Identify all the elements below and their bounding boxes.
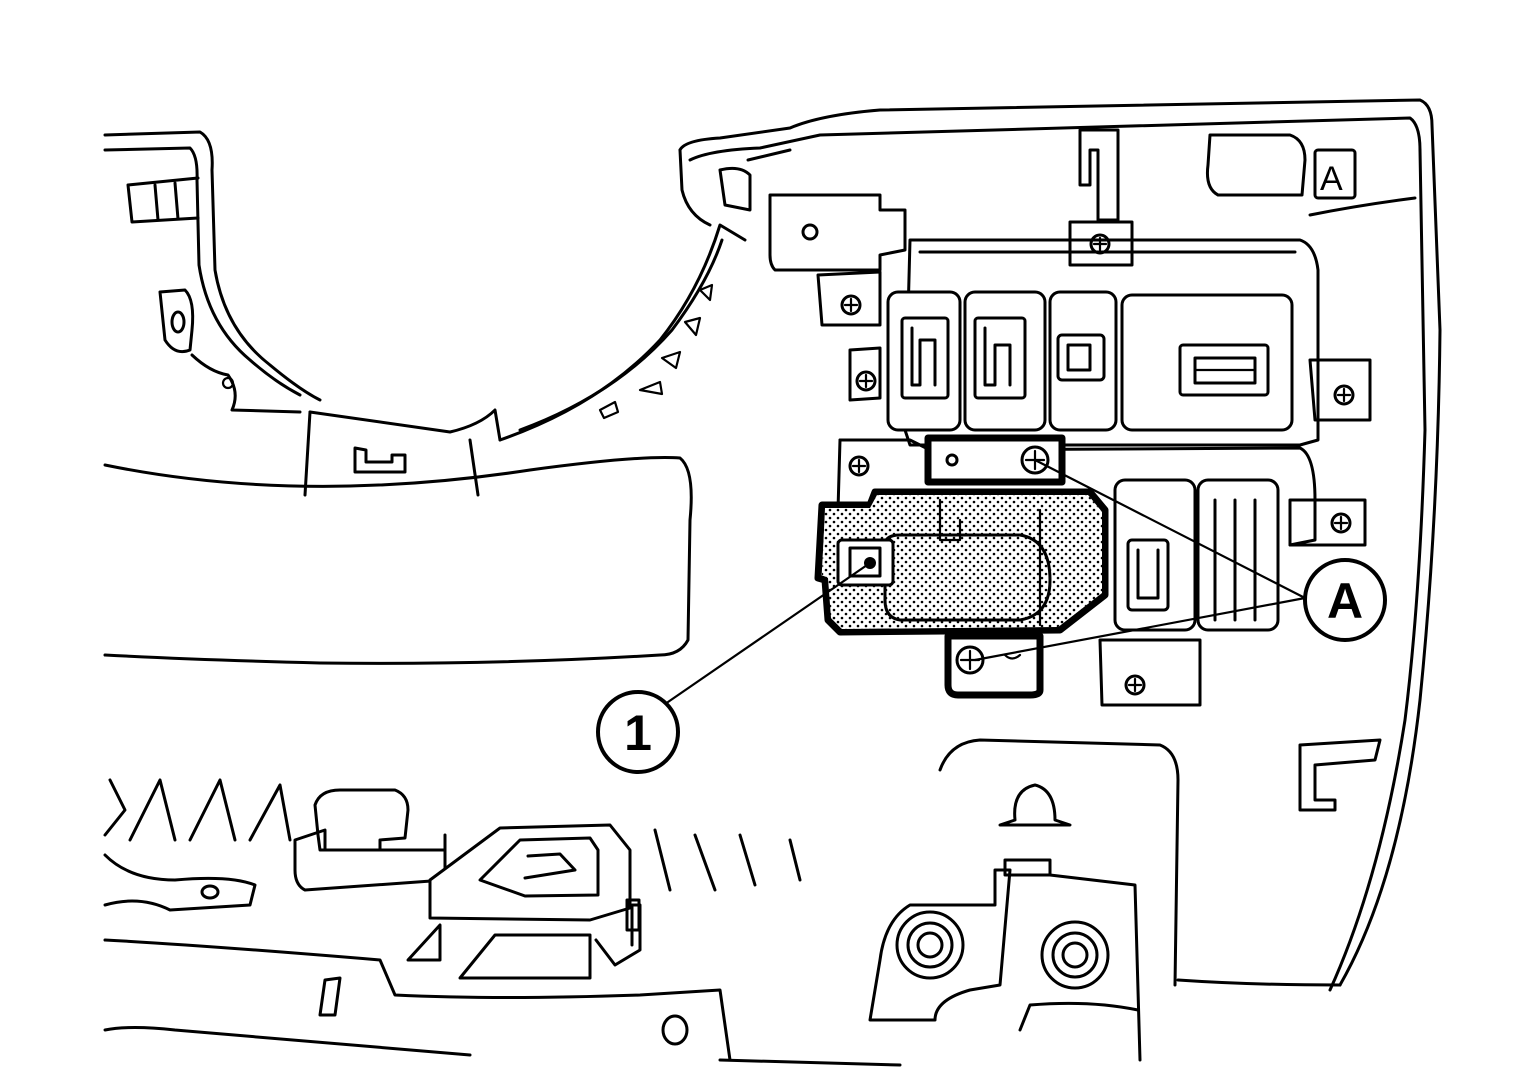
upper-right-features: A [1078, 128, 1417, 222]
mounting-bracket-upper [924, 434, 1066, 486]
screws-upper [840, 294, 1372, 422]
lower-relay-block [836, 438, 1367, 707]
mounting-bracket-lower [944, 632, 1044, 699]
screw-upper-center [1089, 233, 1111, 255]
lower-instrument-panel [103, 456, 693, 665]
steering-column-cover [103, 130, 747, 497]
callout-a-label: A [1327, 573, 1363, 629]
bolt-hole [801, 223, 819, 241]
instrument-panel-body [678, 98, 1442, 992]
upper-connector-block [768, 193, 1320, 447]
callout-1-label: 1 [624, 705, 652, 761]
screw-a-lower [955, 645, 985, 675]
callout-leaders [666, 458, 1307, 704]
callout-a: A [1303, 558, 1387, 642]
callout-1: 1 [596, 690, 680, 774]
lower-dash-structure [103, 738, 1382, 1067]
screw-a-upper [1020, 445, 1050, 475]
embossed-label-a: A [1320, 160, 1343, 198]
control-unit-part-1 [814, 488, 1109, 636]
